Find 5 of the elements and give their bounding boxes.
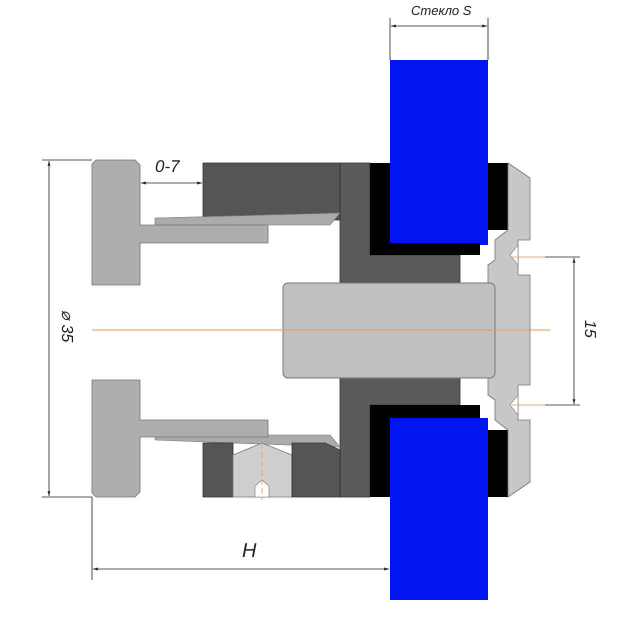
dimension-label: H bbox=[242, 541, 256, 561]
dimension-label: 0-7 bbox=[155, 158, 180, 175]
dimension-label: Стекло S bbox=[411, 4, 472, 17]
dimension-label: ⌀ 35 bbox=[58, 310, 74, 342]
dimension-label: 15 bbox=[581, 320, 597, 338]
